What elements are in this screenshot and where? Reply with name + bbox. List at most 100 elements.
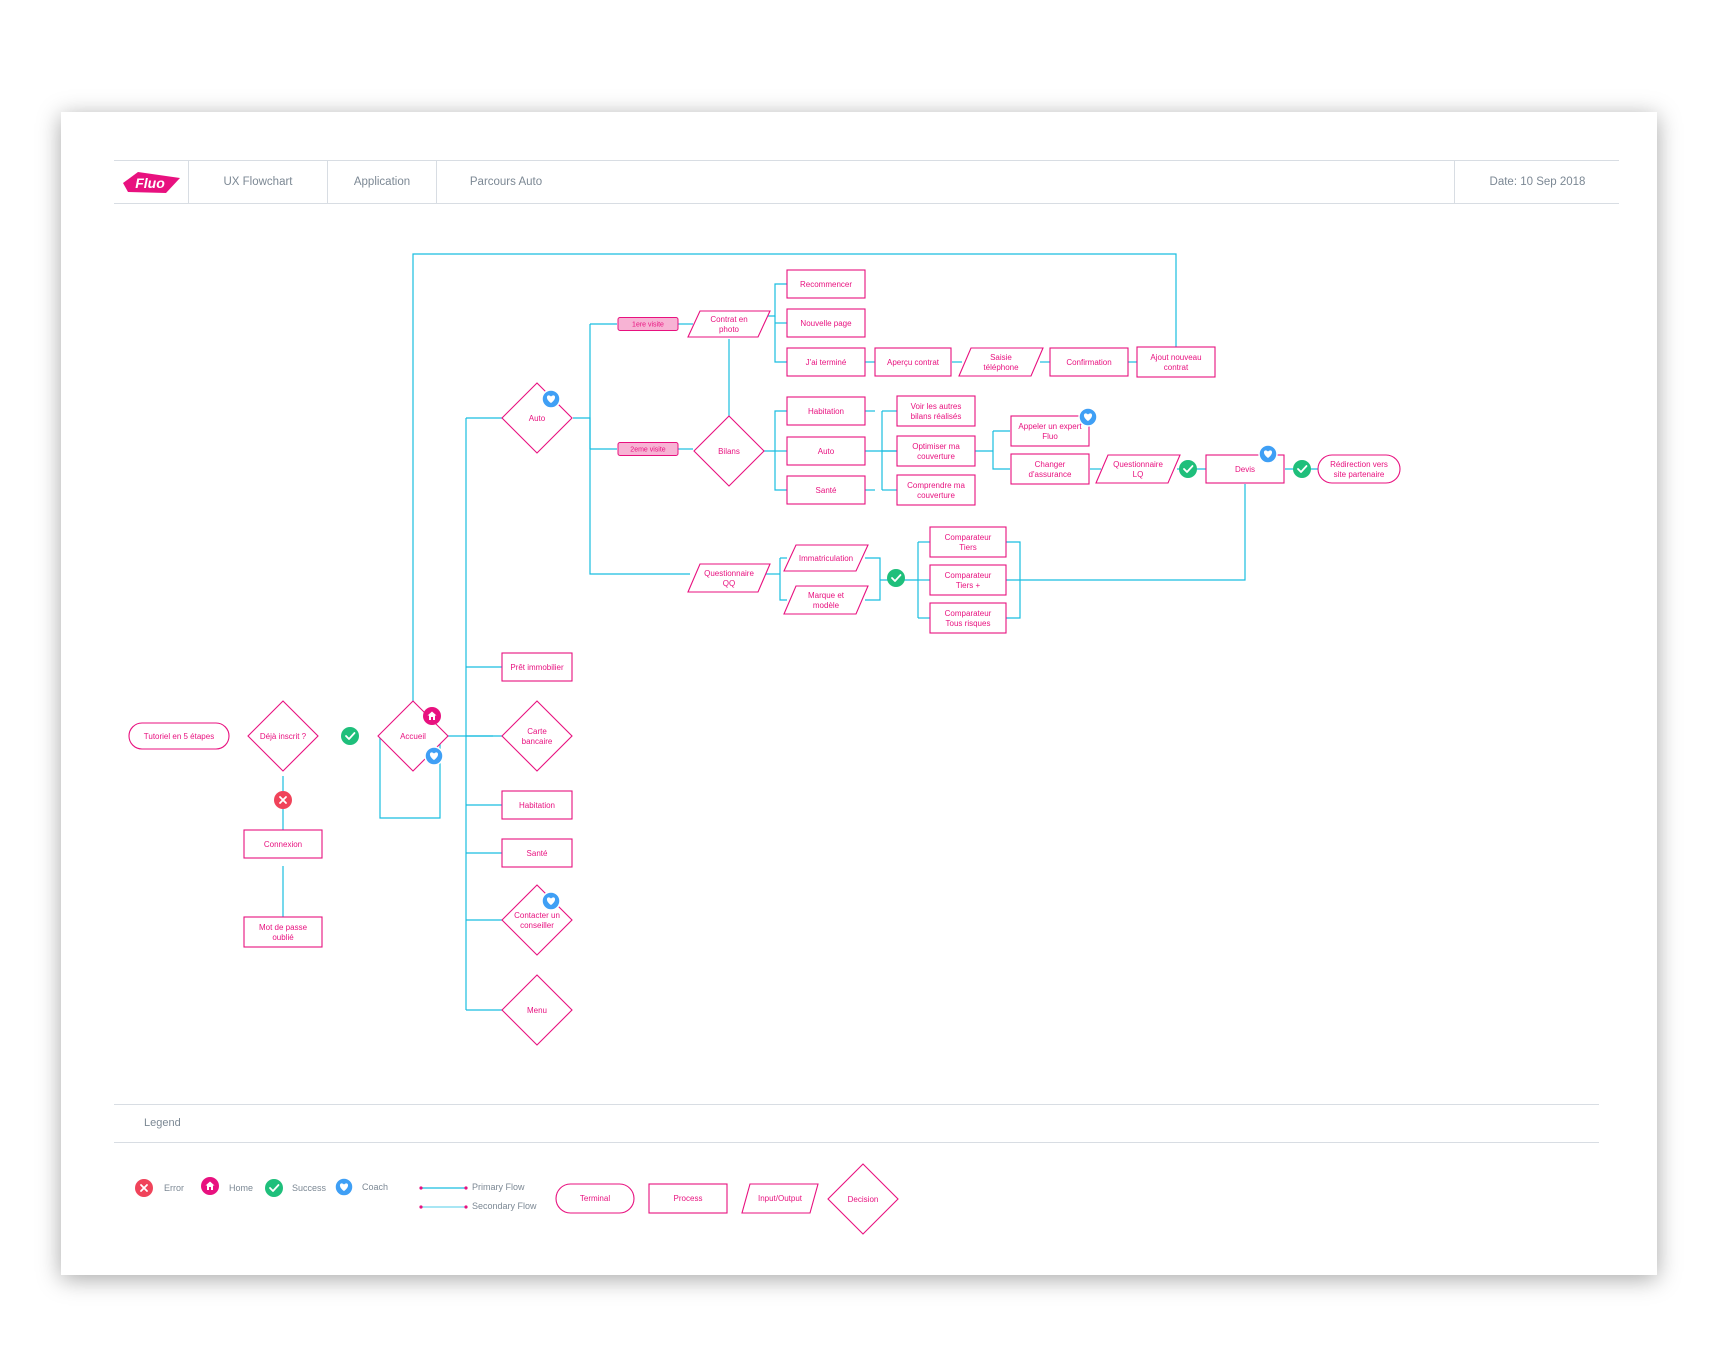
node-label: 1ere visite xyxy=(632,321,664,328)
flow-nodes: Tutoriel en 5 étapes Déjà inscrit ? Connex… xyxy=(128,269,1401,1046)
node-label: Accueil xyxy=(400,732,426,741)
node-label: Auto xyxy=(529,414,546,423)
node-label: Nouvelle page xyxy=(800,319,852,328)
node-label: Immatriculation xyxy=(799,554,853,563)
logo-shape xyxy=(123,172,180,193)
node-label: Prêt immobilier xyxy=(510,663,564,672)
flow-connector xyxy=(379,736,441,819)
immatriculation-io[interactable]: Immatriculation xyxy=(783,544,869,572)
flow-connector xyxy=(865,580,881,601)
node-label: Devis xyxy=(1235,465,1255,474)
flow-connector xyxy=(763,410,787,452)
jai-termine-process[interactable]: J'ai terminé xyxy=(786,347,866,377)
section-label: Application xyxy=(327,161,436,203)
sante-process[interactable]: Santé xyxy=(501,838,573,868)
coach-icon xyxy=(1078,407,1098,427)
home-icon xyxy=(423,707,441,725)
legend-title: Legend xyxy=(144,1117,181,1129)
flow-connector xyxy=(573,417,690,575)
deja-inscrit-decision[interactable]: Déjà inscrit ? xyxy=(247,700,319,772)
success-icon xyxy=(341,727,359,745)
node-label: J'ai terminé xyxy=(806,358,847,367)
bilan-habitation-process[interactable]: Habitation xyxy=(786,396,866,426)
flow-connector xyxy=(865,557,881,580)
bilans-decision[interactable]: Bilans xyxy=(693,415,765,487)
node-label: Habitation xyxy=(808,407,844,416)
coach-icon xyxy=(424,746,444,766)
flow-connector xyxy=(779,558,787,601)
node-label: Menu xyxy=(527,1006,547,1015)
date-label: Date: 10 Sep 2018 xyxy=(1454,161,1620,203)
success-icon xyxy=(1293,460,1311,478)
node-label: Confirmation xyxy=(1066,358,1111,367)
success-icon xyxy=(887,569,905,587)
pret-immobilier-process[interactable]: Prêt immobilier xyxy=(501,652,573,682)
node-label: Santé xyxy=(527,849,548,858)
apercu-contrat-process[interactable]: Aperçu contrat xyxy=(874,347,952,377)
connexion-process[interactable]: Connexion xyxy=(243,829,323,859)
nouvelle-page-process[interactable]: Nouvelle page xyxy=(786,308,866,338)
header-bar: UX Flowchart Application Parcours Auto D… xyxy=(114,160,1619,204)
confirmation-process[interactable]: Confirmation xyxy=(1049,347,1129,377)
flow-connector xyxy=(412,253,1177,736)
bilan-auto-process[interactable]: Auto xyxy=(786,436,866,466)
success-icon xyxy=(1179,460,1197,478)
node-label: Santé xyxy=(816,486,837,495)
tag-2eme-visite[interactable]: 2eme visite xyxy=(617,442,679,456)
node-label: Auto xyxy=(818,447,835,456)
coach-icon xyxy=(541,389,561,409)
auto-decision[interactable]: Auto xyxy=(501,382,573,454)
node-label: Déjà inscrit ? xyxy=(260,732,307,741)
flow-badges xyxy=(274,389,1311,911)
coach-icon xyxy=(1258,444,1278,464)
recommencer-process[interactable]: Recommencer xyxy=(786,269,866,299)
doc-type-label: UX Flowchart xyxy=(188,161,327,203)
flow-connector xyxy=(767,283,787,317)
fluo-logo: Fluo xyxy=(123,172,180,193)
node-label: Habitation xyxy=(519,801,555,810)
flow-connector xyxy=(1006,484,1246,581)
menu-decision[interactable]: Menu xyxy=(501,974,573,1046)
tutoriel-terminal[interactable]: Tutoriel en 5 étapes xyxy=(128,722,230,750)
node-label: Connexion xyxy=(264,840,302,849)
bilan-sante-process[interactable]: Santé xyxy=(786,475,866,505)
tag-1ere-visite[interactable]: 1ere visite xyxy=(617,317,679,331)
flow-connector xyxy=(774,451,787,491)
habitation-process[interactable]: Habitation xyxy=(501,790,573,820)
